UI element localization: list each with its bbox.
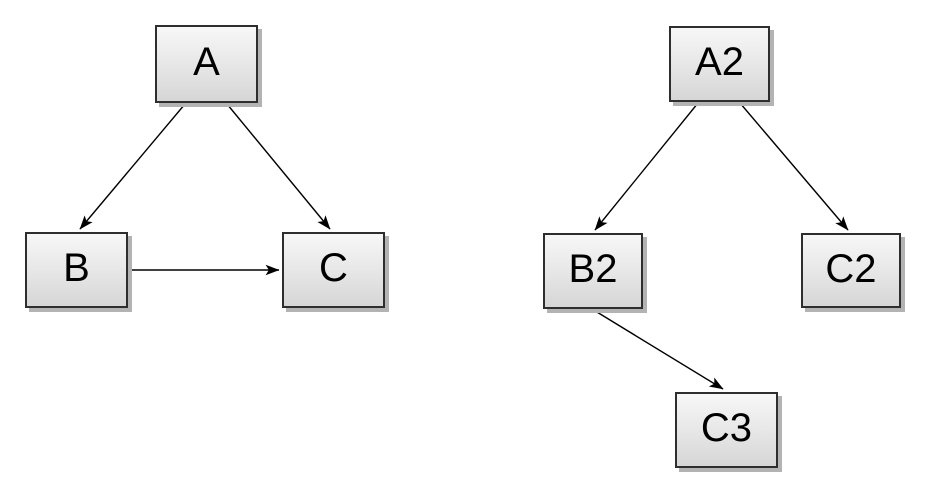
node-label-C3: C3 [700, 406, 753, 450]
node-label-C: C [319, 246, 348, 290]
node-B[interactable]: B [25, 232, 128, 308]
edge-A-B[interactable] [79, 103, 186, 230]
edge-A2-B2[interactable] [594, 102, 699, 231]
node-label-B: B [63, 246, 90, 290]
node-C[interactable]: C [282, 232, 385, 308]
edge-B2-C3[interactable] [591, 308, 724, 390]
edge-A-C[interactable] [226, 103, 331, 230]
edge-A2-C2[interactable] [739, 102, 849, 231]
node-A[interactable]: A [155, 25, 258, 103]
node-label-A: A [193, 40, 220, 84]
node-C2[interactable]: C2 [801, 233, 901, 308]
node-label-A2: A2 [695, 40, 744, 84]
node-A2[interactable]: A2 [669, 26, 770, 102]
node-B2[interactable]: B2 [543, 233, 643, 309]
node-C3[interactable]: C3 [675, 392, 778, 468]
node-label-B2: B2 [568, 247, 618, 291]
node-label-C2: C2 [825, 246, 877, 291]
